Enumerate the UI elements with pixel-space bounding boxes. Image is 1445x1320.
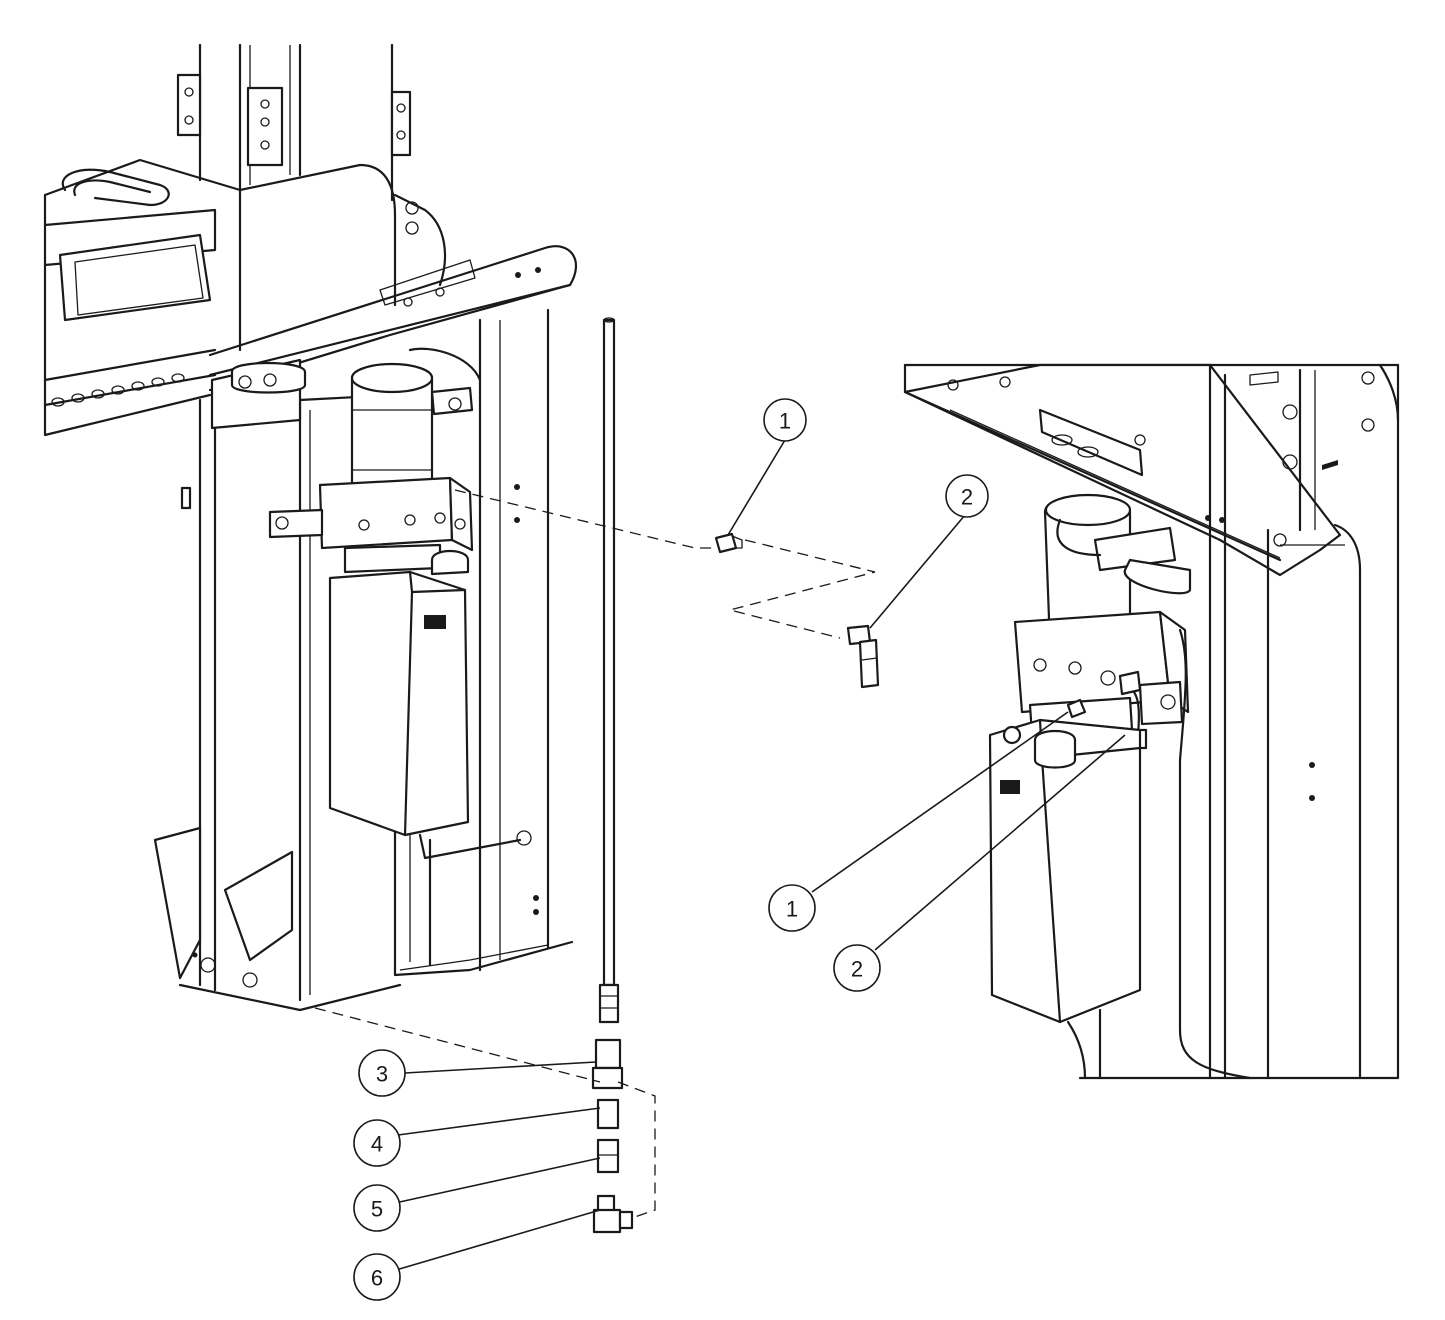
- callout-detail-1-label: 1: [786, 897, 798, 922]
- callout-main-1-label: 1: [779, 409, 791, 434]
- callout-main-6: 6: [353, 1253, 401, 1301]
- column-base: [153, 826, 574, 1012]
- callout-detail-1: 1: [768, 884, 816, 932]
- callout-detail-2-label: 2: [851, 957, 863, 982]
- carriage-arm: [43, 158, 577, 437]
- assembly-line-hose-to-column: [314, 1007, 601, 1083]
- power-unit: [268, 347, 532, 860]
- callout-detail-2: 2: [833, 944, 881, 992]
- fitting-part-1: [714, 532, 743, 554]
- callout-main-5-label: 5: [371, 1197, 383, 1222]
- carriage-slots: [51, 373, 185, 407]
- assembly-line-fitting-to-elbow: [727, 539, 876, 639]
- lift-column: [176, 43, 550, 1002]
- callout-main-6-label: 6: [371, 1266, 383, 1291]
- assembly-line-fittings: [617, 1081, 656, 1219]
- detail-view: [903, 363, 1400, 1080]
- callout-main-5: 5: [353, 1184, 401, 1232]
- detail-fitting-1: [1066, 698, 1087, 719]
- callout-main-3-label: 3: [376, 1062, 388, 1087]
- callout-main-2-label: 2: [961, 485, 973, 510]
- callout-main-3: 3: [358, 1049, 406, 1097]
- assembly-line-manifold-to-fitting: [454, 489, 718, 549]
- elbow-part-2: [846, 624, 880, 689]
- callout-main-4-label: 4: [371, 1132, 383, 1157]
- callout-main-2: 2: [945, 474, 989, 518]
- callout-main-4: 4: [353, 1119, 401, 1167]
- detail-elbow-2: [1118, 670, 1142, 696]
- hydraulic-hose: [598, 317, 620, 1024]
- callout-main-1: 1: [763, 398, 807, 442]
- detail-power-unit: [988, 493, 1252, 1080]
- leader-lines: [394, 439, 1126, 1271]
- main-assembly-view: [43, 43, 880, 1234]
- fitting-stack: [591, 1038, 634, 1234]
